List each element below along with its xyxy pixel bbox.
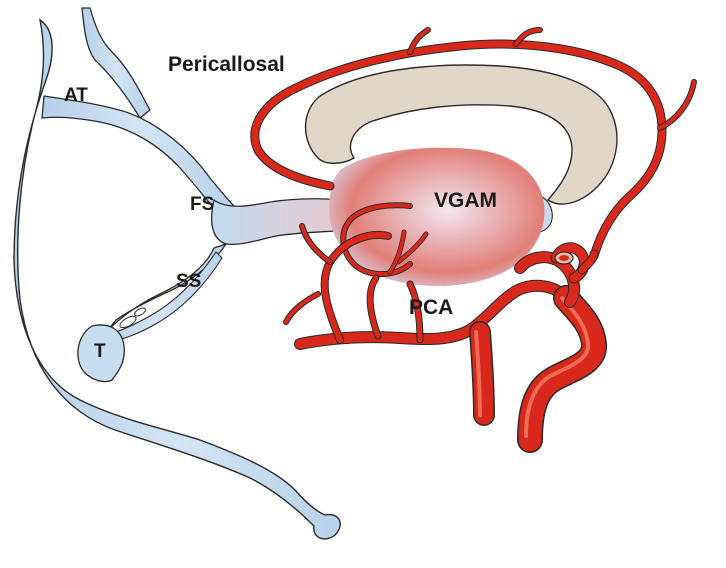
falcine-sinus [211, 198, 351, 246]
torcula [77, 324, 125, 383]
fenestration [134, 307, 146, 317]
arterial-system [250, 27, 697, 453]
label-pca: PCA [409, 296, 454, 319]
superior-sagittal-sinus [13, 18, 341, 540]
label-pericallosal: Pericallosal [168, 53, 285, 76]
label-t: T [94, 341, 106, 362]
label-at: AT [64, 85, 88, 106]
label-ss: SS [176, 271, 202, 292]
fenestration [119, 315, 137, 329]
corpus-callosum [304, 64, 618, 205]
cortical-vein-branch [81, 7, 151, 119]
deep-venous-system [13, 7, 553, 540]
label-fs: FS [190, 194, 215, 215]
label-vgam: VGAM [434, 189, 497, 212]
vgam-sac [329, 147, 545, 287]
